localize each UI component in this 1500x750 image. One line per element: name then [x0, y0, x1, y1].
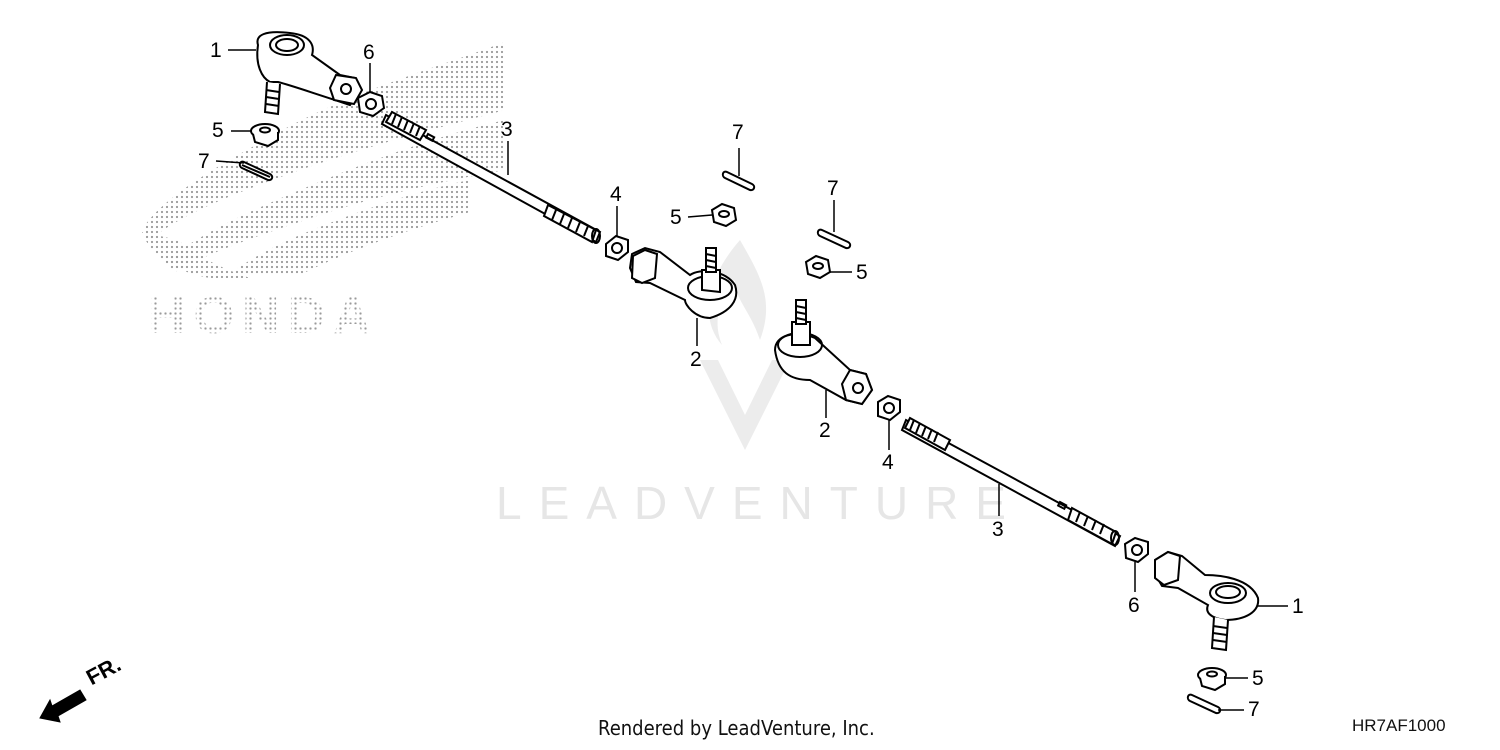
- part-7-cotter-pin-left[interactable]: [238, 160, 274, 182]
- part-6-lock-nut-left[interactable]: [356, 90, 386, 118]
- callout-7[interactable]: 7: [198, 150, 210, 173]
- leadventure-watermark-text: LEADVENTURE: [496, 477, 1023, 529]
- callout-6[interactable]: 6: [1128, 594, 1140, 617]
- part-7-cotter-pin-center-right[interactable]: [816, 228, 852, 250]
- honda-wordmark: HONDA: [148, 287, 379, 345]
- callout-4[interactable]: 4: [610, 183, 622, 206]
- callout-5[interactable]: 5: [212, 119, 224, 142]
- callout-7[interactable]: 7: [1248, 698, 1260, 721]
- part-7-cotter-pin-right[interactable]: [1186, 693, 1222, 715]
- part-4-lock-nut-right[interactable]: [877, 394, 901, 422]
- part-2-tie-rod-end-inner-left[interactable]: [628, 246, 738, 320]
- callout-7[interactable]: 7: [827, 177, 839, 200]
- callout-2[interactable]: 2: [819, 419, 831, 442]
- callout-2[interactable]: 2: [690, 348, 702, 371]
- part-4-lock-nut-left[interactable]: [605, 234, 629, 262]
- callout-3[interactable]: 3: [992, 518, 1004, 541]
- callout-3[interactable]: 3: [501, 118, 513, 141]
- part-5-nut-center-right[interactable]: [804, 254, 832, 280]
- part-5-nut-right[interactable]: [1197, 667, 1227, 692]
- callout-5[interactable]: 5: [856, 261, 868, 284]
- callout-1[interactable]: 1: [210, 39, 222, 62]
- leader-lines: [215, 49, 1288, 711]
- callout-1[interactable]: 1: [1292, 595, 1304, 618]
- part-3-tie-rod-right[interactable]: [900, 416, 1122, 548]
- diagram-code: HR7AF1000: [1352, 716, 1446, 735]
- front-direction-arrow-icon: [39, 689, 87, 723]
- part-1-tie-rod-end-right[interactable]: [1154, 550, 1260, 652]
- callout-5[interactable]: 5: [670, 206, 682, 229]
- part-1-tie-rod-end-left[interactable]: [256, 31, 364, 116]
- part-3-tie-rod-left[interactable]: [380, 110, 602, 244]
- part-5-nut-left[interactable]: [250, 123, 280, 148]
- callout-7[interactable]: 7: [732, 121, 744, 144]
- part-5-nut-center-left[interactable]: [710, 202, 738, 228]
- part-2-tie-rod-end-inner-right[interactable]: [773, 299, 874, 406]
- callout-4[interactable]: 4: [882, 451, 894, 474]
- part-7-cotter-pin-center-left[interactable]: [721, 170, 756, 192]
- part-6-lock-nut-right[interactable]: [1123, 536, 1149, 564]
- callout-6[interactable]: 6: [363, 41, 375, 64]
- render-credit: Rendered by LeadVenture, Inc.: [598, 716, 875, 740]
- callout-5[interactable]: 5: [1252, 667, 1264, 690]
